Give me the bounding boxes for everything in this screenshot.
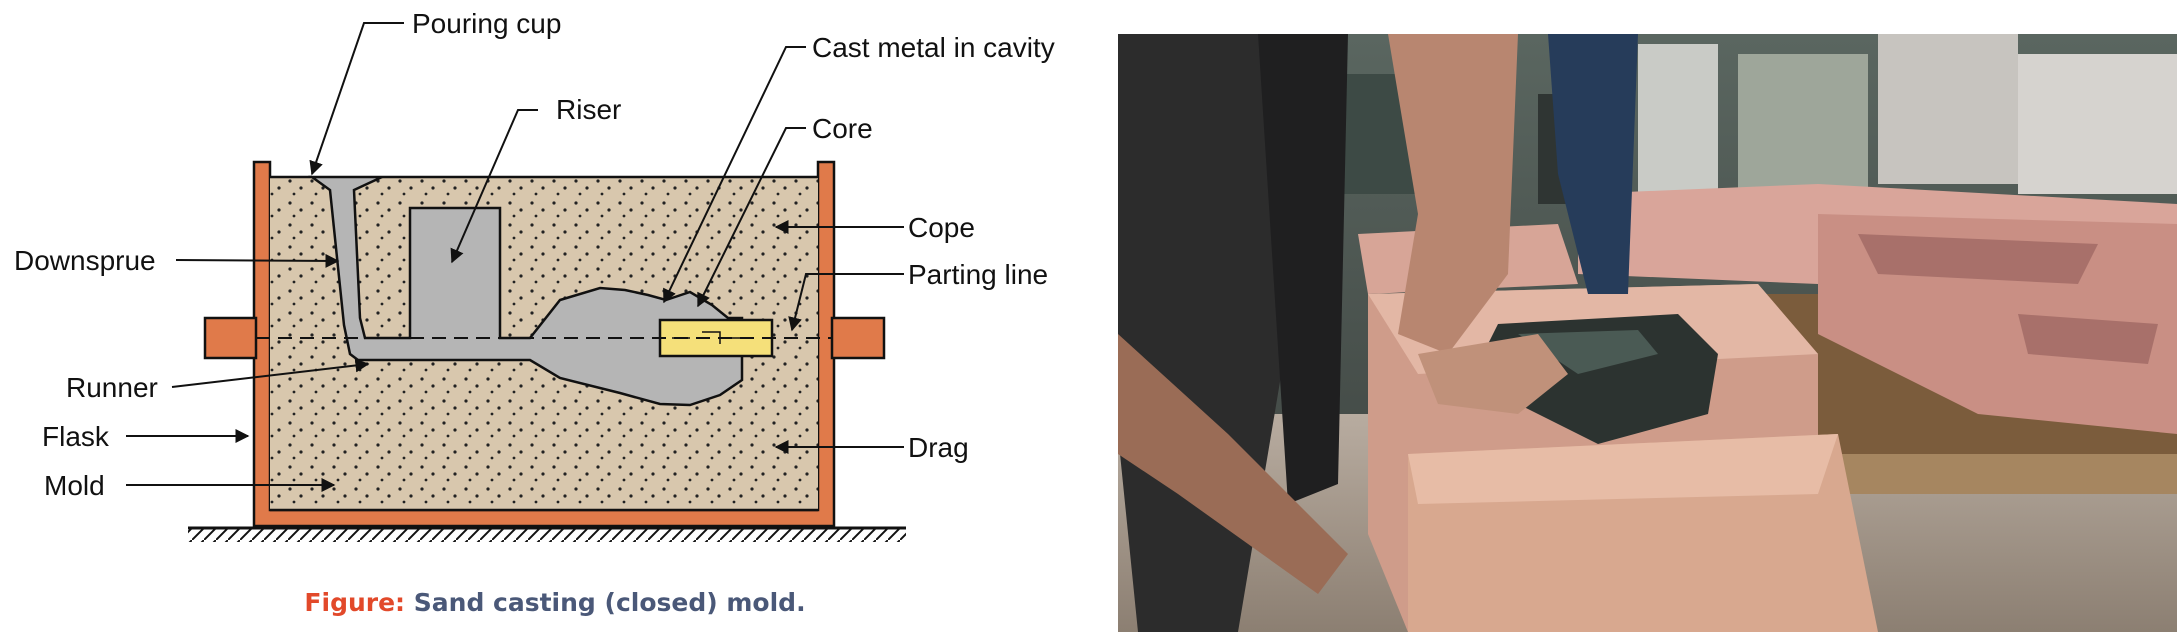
label-cope: Cope: [908, 212, 975, 243]
label-downsprue: Downsprue: [14, 245, 156, 276]
label-riser: Riser: [556, 94, 621, 125]
sand-casting-diagram: Pouring cup Riser Cast metal in cavity C…: [14, 8, 1055, 542]
flask-handle-right: [830, 316, 886, 360]
foundry-photo: [1118, 34, 2177, 632]
leader-lines: [126, 22, 904, 492]
label-mold: Mold: [44, 470, 105, 501]
label-runner: Runner: [66, 372, 158, 403]
label-core: Core: [812, 113, 873, 144]
figure-caption: Figure: Sand casting (closed) mold.: [0, 588, 1110, 617]
label-flask: Flask: [42, 421, 110, 452]
label-cast-metal: Cast metal in cavity: [812, 32, 1055, 63]
ground-hatching: [188, 528, 906, 542]
label-pouring-cup: Pouring cup: [412, 8, 561, 39]
caption-prefix: Figure:: [304, 588, 406, 617]
flask-handle-left: [203, 316, 258, 360]
caption-text: Sand casting (closed) mold.: [413, 588, 806, 617]
label-drag: Drag: [908, 432, 969, 463]
label-parting-line: Parting line: [908, 259, 1048, 290]
